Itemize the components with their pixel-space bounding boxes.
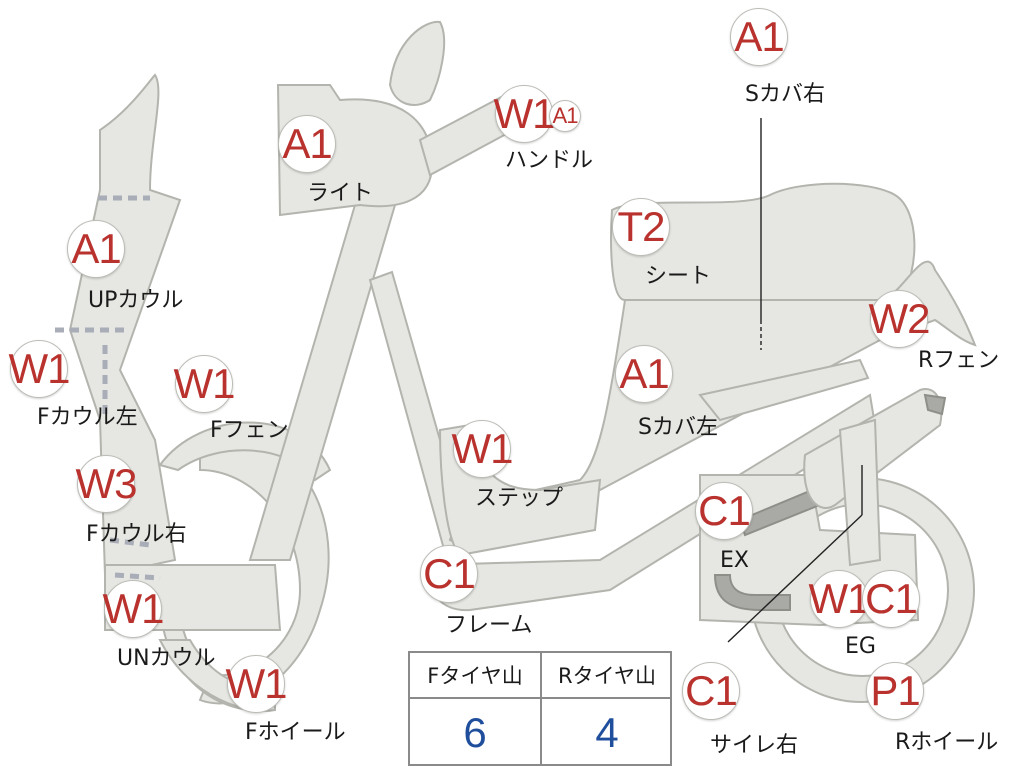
label-f-cowl-left: Fカウル左 — [37, 405, 138, 430]
frame-upper-rail — [698, 358, 870, 422]
code-badge-eg-1: W1 — [809, 570, 871, 628]
tire-value-rear: 4 — [595, 708, 619, 756]
windscreen-shape — [388, 20, 446, 106]
muffler-tip — [923, 393, 947, 416]
code-badge-r-wheel: P1 — [866, 662, 924, 720]
code-badge-f-wheel: W1 — [226, 655, 288, 713]
label-handle: ハンドル — [505, 148, 594, 173]
code-badge-seat: T2 — [612, 198, 670, 256]
label-eg: EG — [845, 634, 876, 659]
seam-line — [114, 572, 161, 581]
label-f-fender: Fフェン — [210, 418, 289, 443]
code-badge-ex: C1 — [695, 482, 753, 540]
code-badge-step: W1 — [452, 420, 514, 478]
label-un-cowl: UNカウル — [117, 646, 216, 671]
table-divider — [410, 697, 670, 699]
code-badge-eg-2: C1 — [862, 570, 920, 628]
code-badge-s-cover-right: A1 — [730, 8, 788, 66]
code-badge-f-cowl-left: W1 — [9, 340, 71, 398]
code-badge-r-fender: W2 — [869, 290, 931, 348]
code-badge-muffler-right: C1 — [682, 662, 740, 720]
table-divider — [540, 653, 542, 764]
code-badge-un-cowl: W1 — [103, 580, 165, 638]
tire-header-rear: Rタイヤ山 — [558, 664, 656, 688]
code-badge-s-cover-left: A1 — [615, 345, 673, 403]
code-badge-light: A1 — [278, 115, 336, 173]
code-badge-f-cowl-right: W3 — [76, 455, 138, 513]
label-s-cover-left: Sカバ左 — [638, 415, 718, 440]
tire-tread-table: Fタイヤ山 Rタイヤ山 6 4 — [408, 651, 672, 766]
tire-value-front: 6 — [463, 708, 487, 756]
code-badge-up-cowl: A1 — [67, 220, 125, 278]
tire-header-front: Fタイヤ山 — [427, 664, 523, 688]
label-f-wheel: Fホイール — [245, 720, 346, 745]
label-r-wheel: Rホイール — [895, 730, 999, 755]
seat-shape — [610, 182, 916, 301]
leader-line — [727, 514, 863, 643]
label-frame: フレーム — [445, 613, 533, 638]
label-r-fender: Rフェン — [918, 348, 1000, 373]
code-badge-f-fender: W1 — [174, 355, 236, 413]
seam-line — [109, 537, 151, 548]
label-light: ライト — [307, 181, 374, 206]
fork-shape — [248, 204, 397, 561]
rear-shock-shape — [838, 418, 882, 567]
label-s-cover-right: Sカバ右 — [745, 82, 825, 107]
label-ex: EX — [720, 548, 749, 573]
code-badge-handle: W1 — [494, 85, 556, 143]
label-up-cowl: UPカウル — [88, 288, 184, 313]
code-badge-handle-2: A1 — [549, 100, 581, 132]
code-badge-frame: C1 — [420, 545, 478, 603]
label-muffler-right: サイレ右 — [710, 733, 799, 758]
label-f-cowl-right: Fカウル右 — [86, 522, 187, 547]
label-step: ステップ — [475, 486, 564, 511]
label-seat: シート — [645, 264, 712, 289]
